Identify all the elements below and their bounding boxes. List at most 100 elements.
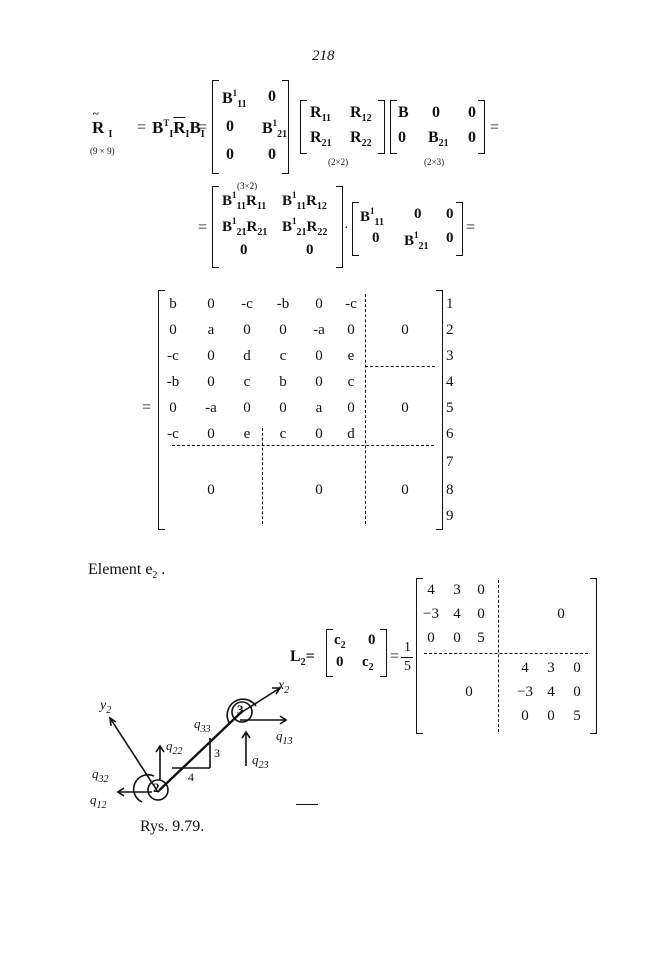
matrix-cell: 0: [468, 104, 476, 121]
matrix-cell: c: [347, 374, 355, 390]
matrix-cell: 0: [427, 630, 435, 646]
matrix-cell: 4: [427, 582, 435, 598]
matrix-cell: -c: [345, 296, 357, 312]
row-number: 4: [446, 374, 454, 390]
l2-name: L2=: [290, 648, 315, 668]
matrix-cell: 0: [368, 632, 376, 648]
bracket-right: [380, 629, 387, 677]
matrix-cell: B111: [222, 88, 247, 110]
bracket-left: [158, 290, 165, 530]
matrix-cell: R21: [310, 129, 332, 149]
matrix-cell: 5: [477, 630, 485, 646]
matrix-cell: e: [347, 348, 355, 364]
matrix-cell: 4: [547, 684, 555, 700]
element-figure: y2 x2 q22 q33 q32 q12 q13 q23 3 2 3 4: [80, 676, 320, 816]
matrix-cell: 0: [207, 426, 215, 442]
matrix-cell: B21: [428, 129, 449, 149]
row-number: 5: [446, 400, 454, 416]
matrix-cell: B111: [360, 206, 384, 228]
matrix-cell: d: [243, 348, 251, 364]
b-right-dims: (2×3): [424, 157, 445, 167]
label-q32: q32: [92, 766, 109, 785]
matrix-cell: 0: [453, 630, 461, 646]
matrix-cell: 0: [547, 708, 555, 724]
row-number: 8: [446, 482, 454, 498]
dot-operator: ·: [344, 221, 349, 236]
matrix-cell: c2: [334, 632, 346, 651]
partition-line: [262, 428, 263, 524]
matrix-cell: a: [315, 400, 323, 416]
divider: [296, 804, 318, 805]
zero-block: 0: [207, 482, 215, 498]
label-q12: q12: [90, 792, 107, 811]
label-y2: y2: [100, 698, 112, 716]
moment-q32: [132, 773, 155, 803]
zero-block: 0: [315, 482, 323, 498]
matrix-cell: c: [279, 426, 287, 442]
bracket-left: [326, 629, 333, 677]
matrix-cell: 0: [243, 400, 251, 416]
node-label-2: 2: [153, 780, 160, 795]
equals-sign: =: [390, 648, 400, 665]
matrix-cell: 3: [547, 660, 555, 676]
matrix-cell: -c: [167, 348, 179, 364]
bracket-left: [300, 100, 307, 154]
bracket-left: [212, 80, 219, 174]
matrix-cell: 0: [573, 660, 581, 676]
row-number: 3: [446, 348, 454, 364]
matrix-cell: 0: [446, 206, 454, 222]
zero-block: 0: [557, 606, 565, 622]
matrix-cell: 0: [315, 296, 323, 312]
matrix-cell: 0: [268, 146, 276, 163]
node-label-3: 3: [237, 702, 244, 717]
zero-block: 0: [401, 482, 409, 498]
page-number: 218: [312, 48, 335, 64]
partition-line: [424, 653, 588, 654]
matrix-cell: R12: [350, 104, 372, 124]
fraction-bar: [401, 657, 413, 658]
zero-block: 0: [401, 400, 409, 416]
matrix-cell: -b: [166, 374, 180, 390]
row-number: 7: [446, 454, 454, 470]
matrix-cell: 0: [336, 654, 344, 670]
figure-caption: Rys. 9.79.: [140, 818, 205, 835]
label-q13: q13: [276, 728, 293, 747]
matrix-cell: 0: [372, 230, 380, 246]
matrix-cell: R22: [350, 129, 372, 149]
matrix-cell: b: [169, 296, 177, 312]
equals-sign: =: [466, 219, 476, 236]
bracket-right: [478, 100, 485, 154]
matrix-cell: B121R21: [222, 216, 268, 238]
matrix-cell: a: [207, 322, 215, 338]
matrix-cell: R11: [310, 104, 332, 124]
equals-sign: =: [137, 119, 147, 136]
matrix-cell: 0: [521, 708, 529, 724]
matrix-cell: 5: [573, 708, 581, 724]
row-number: 1: [446, 296, 454, 312]
equals-sign: =: [142, 399, 152, 416]
matrix-cell: 0: [315, 374, 323, 390]
matrix-cell: B111R12: [282, 190, 327, 212]
matrix-cell: c: [243, 374, 251, 390]
row-number: 2: [446, 322, 454, 338]
equals-sign: =: [198, 119, 208, 136]
matrix-cell: 0: [315, 426, 323, 442]
matrix-cell: B121R22: [282, 216, 328, 238]
zero-block: 0: [401, 322, 409, 338]
matrix-cell: 0: [477, 606, 485, 622]
bracket-right: [590, 578, 597, 734]
matrix-cell: c: [279, 348, 287, 364]
label-q23: q23: [252, 752, 269, 771]
matrix-cell: 0: [240, 242, 248, 258]
matrix-cell: 0: [226, 118, 234, 135]
label-q22: q22: [166, 738, 183, 757]
matrix-cell: 0: [169, 322, 177, 338]
matrix-cell: 4: [521, 660, 529, 676]
matrix-cell: 0: [169, 400, 177, 416]
matrix-cell: 0: [207, 348, 215, 364]
matrix-cell: 0: [243, 322, 251, 338]
matrix-cell: 0: [446, 230, 454, 246]
equals-sign: =: [490, 119, 500, 136]
matrix-cell: 0: [315, 348, 323, 364]
lhs-dims: (9 × 9): [90, 146, 115, 156]
